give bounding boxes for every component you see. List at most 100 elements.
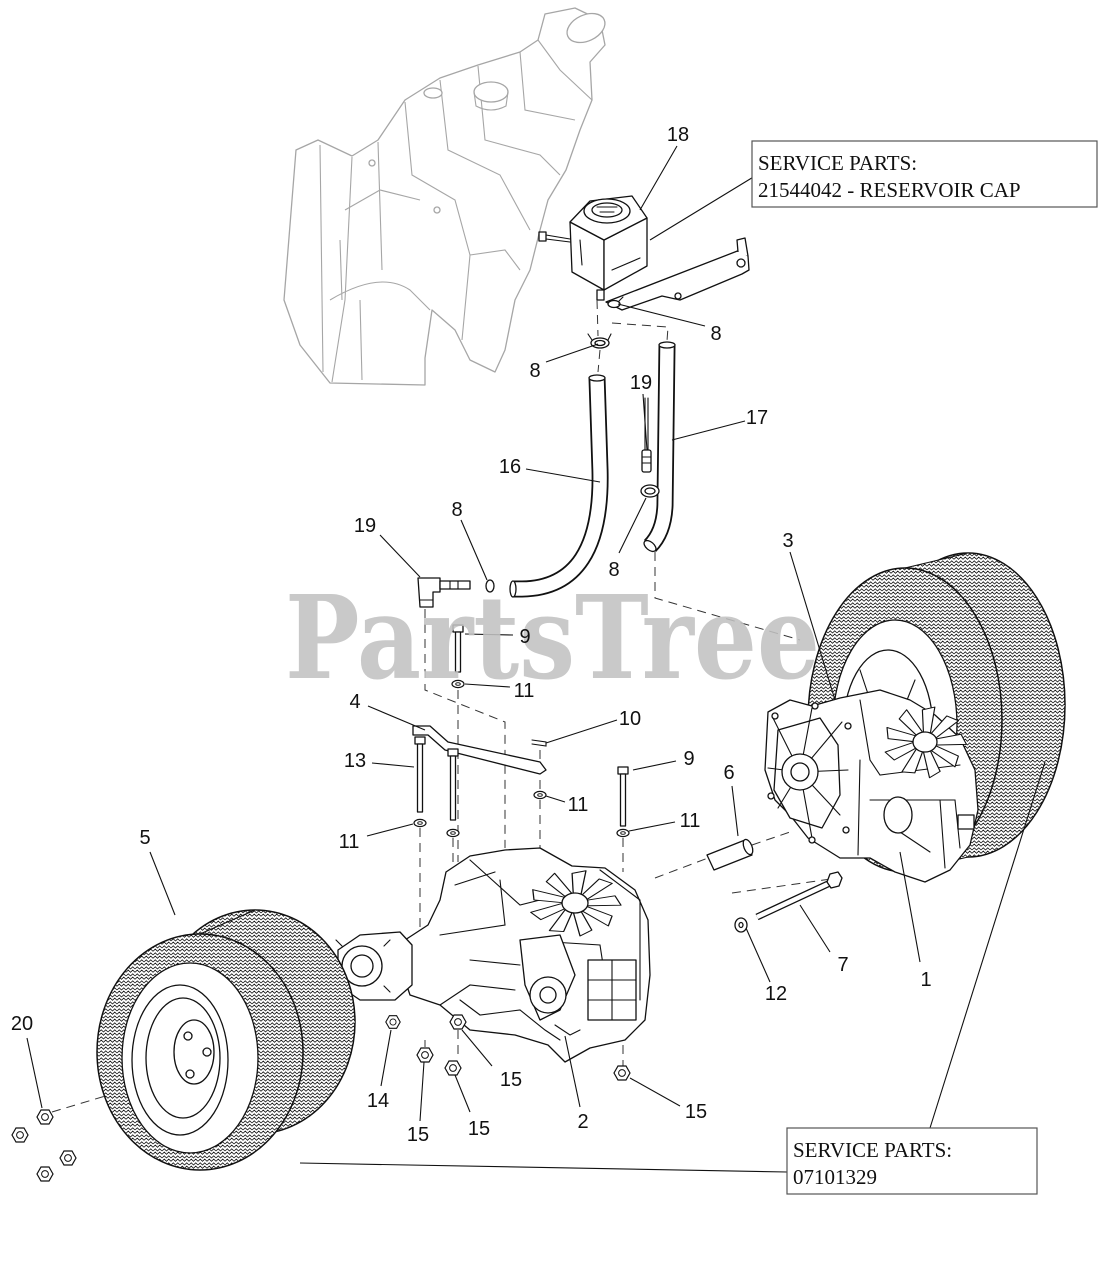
hose-clamp-hole: [644, 487, 656, 495]
callout-9: 9: [519, 626, 530, 648]
hose-clamp: [640, 484, 660, 498]
tank-bolt: [368, 159, 376, 167]
hose-16: [509, 374, 609, 598]
cover-bolt: [767, 792, 775, 800]
bolt-head: [414, 736, 426, 745]
callout-10: 10: [619, 708, 641, 730]
wheel-motor-studs: [335, 939, 391, 993]
reservoir-bracket-tab: [736, 237, 749, 257]
gear-block-details: [587, 959, 637, 1021]
fitting-19-upper: [641, 397, 652, 473]
callout-19: 19: [354, 515, 376, 537]
hose-17-end: [643, 539, 657, 553]
callout-11: 11: [680, 810, 701, 832]
right-transaxle-body-details: [857, 699, 961, 869]
callout-leader-lines: [26, 145, 1046, 1173]
callout-labels: 18 8 8 19 17 16 19 8 8 3 9 11 4 10 13 9 …: [11, 124, 932, 1146]
reservoir-bolt-shank: [545, 234, 571, 243]
callout-20: 20: [11, 1013, 33, 1035]
washer-12-hole: [738, 921, 744, 929]
bolt-head: [617, 766, 629, 775]
clip-10: [531, 739, 547, 747]
bolt-shank: [454, 631, 462, 673]
hose-clamp-tab: [618, 296, 624, 302]
reservoir-details: [579, 206, 641, 271]
input-pulley-center: [539, 986, 557, 1004]
bolt-9-right: [617, 766, 629, 827]
center-transaxle: [335, 847, 651, 1063]
tank-vent-cap: [423, 87, 443, 99]
spacer-6-end: [742, 838, 754, 856]
bolt-13: [414, 736, 426, 813]
bolt-7: [755, 871, 843, 921]
bolt-middle: [447, 748, 459, 821]
right-transaxle-hub-center: [790, 762, 810, 782]
washer-11: [413, 818, 427, 828]
service-parts-box-border: [751, 140, 1098, 208]
right-transaxle-valve: [957, 814, 975, 830]
fitting-body: [641, 449, 652, 473]
callout-15: 15: [500, 1069, 522, 1091]
nut-15: [444, 1060, 462, 1076]
nut-15: [613, 1065, 631, 1081]
right-transaxle-fan: [882, 704, 967, 779]
right-transaxle-cylinder: [883, 796, 913, 834]
tank-fill-cap-side: [473, 91, 509, 111]
service-parts-line: 21544042 - RESERVOIR CAP: [758, 178, 1021, 202]
callout-3: 3: [782, 530, 793, 552]
bolt-shank: [619, 773, 627, 827]
callout-8: 8: [451, 499, 462, 521]
lug-nut-20: [36, 1109, 54, 1125]
spacer-6: [706, 838, 754, 871]
callout-4: 4: [349, 691, 360, 713]
hose-17: [643, 341, 676, 553]
cover-bolt: [808, 836, 816, 844]
bolt-9-upper: [452, 624, 464, 673]
center-transaxle-ribs: [439, 859, 641, 1011]
bracket-4: [412, 725, 547, 775]
callout-1: 1: [920, 969, 931, 991]
callout-15: 15: [407, 1124, 429, 1146]
elbow-threads: [419, 580, 459, 601]
bolt-shank: [416, 743, 424, 813]
bracket-bolt: [674, 292, 682, 300]
lug-nut-20: [36, 1166, 54, 1182]
callout-15: 15: [468, 1118, 490, 1140]
bolt-7-head: [826, 871, 843, 889]
callout-16: 16: [499, 456, 521, 478]
right-transaxle-cover-ribs: [767, 707, 849, 839]
spacer-6-body: [706, 839, 753, 871]
callout-9: 9: [683, 748, 694, 770]
filler-neck-cap: [566, 12, 606, 44]
hose-clamp: [587, 333, 612, 349]
bracket-4-strip: [412, 725, 547, 775]
callout-7: 7: [837, 954, 848, 976]
hose-16-end: [588, 374, 606, 382]
callout-18: 18: [667, 124, 689, 146]
left-tire: [96, 909, 356, 1171]
nut-15: [416, 1047, 434, 1063]
callout-6: 6: [723, 762, 734, 784]
reservoir-bolt-head: [538, 231, 547, 242]
lug-hole: [202, 1047, 212, 1057]
lug-nut-20: [59, 1150, 77, 1166]
fuel-tank-outline: [283, 7, 606, 386]
fan-hub: [561, 892, 589, 914]
bolt-7-shank: [756, 881, 831, 919]
hose-clamp: [607, 296, 624, 309]
clip-10-body: [531, 739, 547, 747]
nut-15: [449, 1014, 467, 1030]
hose-clamp-tab: [587, 333, 612, 341]
washer-11: [616, 828, 630, 838]
cover-bolt: [842, 826, 850, 834]
callout-13: 13: [344, 750, 366, 772]
callout-14: 14: [367, 1090, 389, 1112]
right-transaxle-cover-bolts: [767, 702, 852, 844]
washer-11: [533, 790, 547, 800]
callout-19: 19: [630, 372, 652, 394]
linkage: [459, 999, 581, 1041]
hose-clamp: [485, 579, 495, 593]
bolt-head: [447, 748, 459, 757]
callout-8: 8: [529, 360, 540, 382]
